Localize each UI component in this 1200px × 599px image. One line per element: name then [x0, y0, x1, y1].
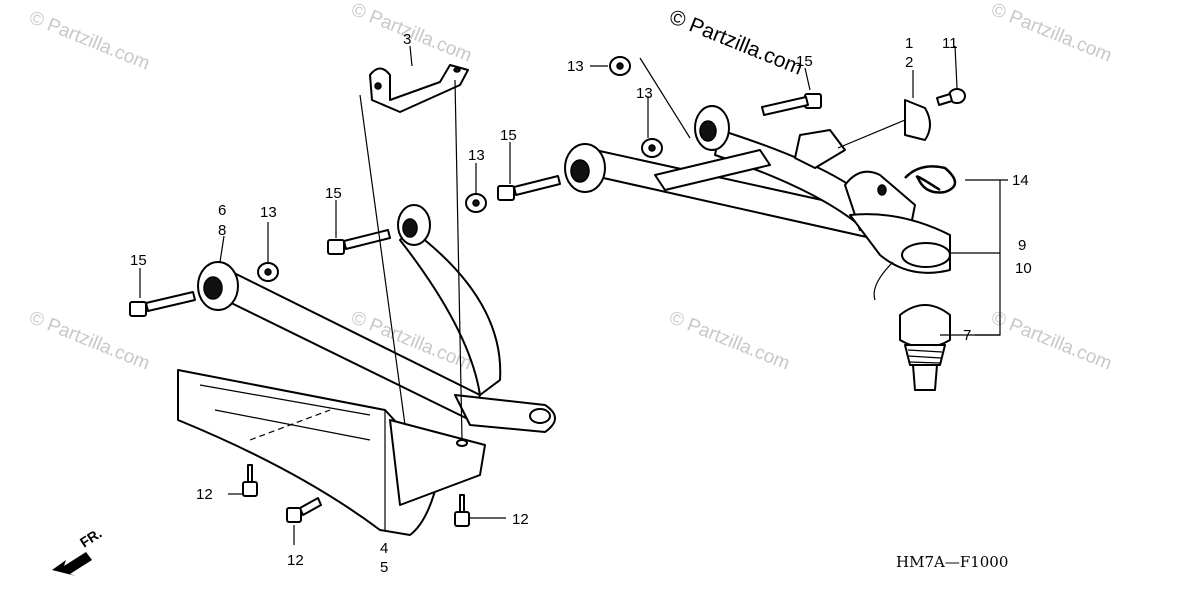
callout-12b: 12	[287, 552, 304, 569]
watermark: © Partzilla.com	[26, 7, 153, 74]
callouts: 1 2 3 4 5 6 7 8 9 10 11 12 12 12 13 13 1…	[130, 31, 1032, 576]
hidden-line	[249, 409, 331, 441]
callout-15b: 15	[325, 185, 342, 202]
diagram-code: HM7A—F1000	[896, 553, 1008, 571]
direction-label: FR.	[77, 525, 105, 551]
callout-9: 9	[1018, 237, 1026, 254]
bolt-icon	[936, 88, 966, 106]
bolt-icon	[497, 175, 561, 201]
nut-icon	[257, 262, 279, 282]
callout-13a: 13	[260, 204, 277, 221]
callout-14: 14	[1012, 172, 1029, 189]
bolt-icon	[286, 497, 322, 523]
callout-15d: 15	[796, 53, 813, 70]
callout-13b: 13	[468, 147, 485, 164]
callout-8: 8	[218, 222, 226, 239]
bolt-icon	[129, 291, 196, 317]
bracket-3	[369, 64, 469, 113]
upper-arm	[564, 105, 951, 301]
callout-13d: 13	[636, 85, 653, 102]
callout-6: 6	[218, 202, 226, 219]
watermark: © Partzilla.com	[666, 307, 793, 374]
fasteners	[129, 56, 966, 527]
nut-icon	[609, 56, 631, 76]
callout-12c: 12	[512, 511, 529, 528]
callout-4: 4	[380, 540, 388, 557]
copyright-text: © Partzilla.com	[666, 5, 806, 79]
skid-plate	[177, 369, 486, 536]
circlip	[904, 165, 957, 194]
callout-15a: 15	[130, 252, 147, 269]
callout-5: 5	[380, 559, 388, 576]
front-direction-arrow-icon: FR.	[52, 525, 105, 576]
callout-1: 1	[905, 35, 913, 52]
nut-icon	[641, 138, 663, 158]
watermark: © Partzilla.com	[988, 307, 1115, 374]
callout-7: 7	[963, 327, 971, 344]
callout-13c: 13	[567, 58, 584, 75]
bolt-icon	[454, 494, 470, 527]
callout-10: 10	[1015, 260, 1032, 277]
callout-15c: 15	[500, 127, 517, 144]
watermark: © Partzilla.com	[988, 0, 1115, 67]
leader-lines	[139, 45, 1008, 545]
nut-icon	[465, 193, 487, 213]
lower-arm	[197, 204, 556, 433]
bolt-icon	[242, 464, 258, 497]
callout-3: 3	[403, 31, 411, 48]
bolt-icon	[761, 93, 822, 116]
callout-11: 11	[942, 35, 958, 52]
watermark: © Partzilla.com	[26, 307, 153, 374]
clamp	[794, 99, 931, 169]
callout-12a: 12	[196, 486, 213, 503]
callout-2: 2	[905, 54, 913, 71]
ball-joint	[899, 304, 951, 391]
